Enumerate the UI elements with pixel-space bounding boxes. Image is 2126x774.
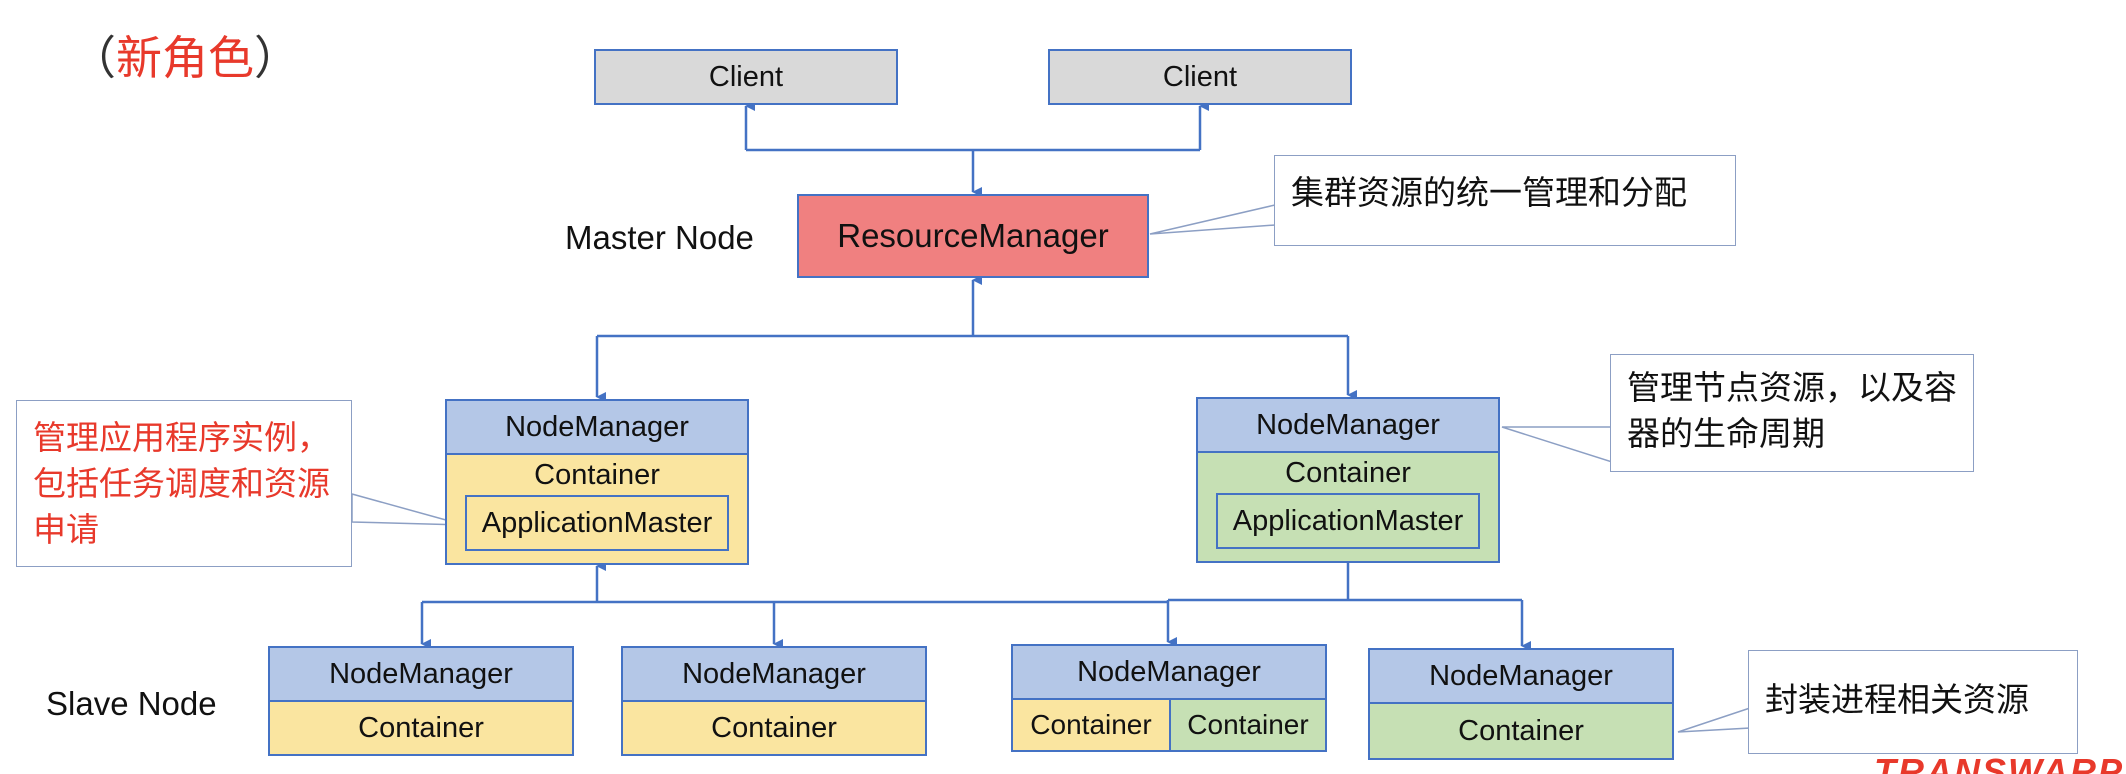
node-manager-header: NodeManager xyxy=(1196,397,1500,453)
application-master-box: ApplicationMaster xyxy=(1216,493,1480,549)
node-manager-header: NodeManager xyxy=(445,399,749,455)
slide-title: （新角色） xyxy=(70,22,300,88)
node-manager-label: NodeManager xyxy=(1429,659,1613,692)
application-master-label: ApplicationMaster xyxy=(1232,504,1464,537)
container-label: Container xyxy=(358,711,484,744)
callout-container-text: 封装进程相关资源 xyxy=(1765,681,2029,718)
slave-node-2: NodeManager Container xyxy=(621,646,927,756)
container-label: Container xyxy=(1030,709,1152,740)
resource-manager-box: ResourceManager xyxy=(797,194,1149,278)
node-manager-label: NodeManager xyxy=(1077,655,1261,688)
node-manager-label: NodeManager xyxy=(505,410,689,443)
node-manager-header: NodeManager xyxy=(1368,648,1674,704)
company-logo: TRANSWARP xyxy=(1874,752,2124,774)
title-close-paren: ） xyxy=(254,32,300,84)
application-master-label: ApplicationMaster xyxy=(481,506,713,539)
node-manager-label: NodeManager xyxy=(682,657,866,690)
container-label: Container xyxy=(1458,714,1584,747)
node-manager-header: NodeManager xyxy=(1011,644,1327,700)
container-box-yellow: Container xyxy=(1011,698,1171,752)
node-manager-label: NodeManager xyxy=(1256,408,1440,441)
node-manager-header: NodeManager xyxy=(268,646,574,702)
slave-node-4: NodeManager Container xyxy=(1368,648,1674,760)
callout-application-master: 管理应用程序实例，包括任务调度和资源申请 xyxy=(16,400,352,567)
node-manager-label: NodeManager xyxy=(329,657,513,690)
application-master-box: ApplicationMaster xyxy=(465,495,729,551)
container-label: Container xyxy=(711,711,837,744)
logo-text: TRANSWARP xyxy=(1874,752,2124,774)
title-text: 新角色 xyxy=(116,32,254,84)
callout-resource-manager: 集群资源的统一管理和分配 xyxy=(1274,155,1736,246)
node-manager-am-right: NodeManager Container ApplicationMaster xyxy=(1196,397,1500,563)
callout-rm-text: 集群资源的统一管理和分配 xyxy=(1291,174,1687,211)
container-box: Container ApplicationMaster xyxy=(1196,451,1500,563)
container-box-green: Container xyxy=(1169,698,1327,752)
node-manager-am-left: NodeManager Container ApplicationMaster xyxy=(445,399,749,565)
callout-node-manager: 管理节点资源，以及容器的生命周期 xyxy=(1610,354,1974,472)
container-box: Container xyxy=(1368,702,1674,760)
callout-am-text: 管理应用程序实例，包括任务调度和资源申请 xyxy=(33,419,330,548)
container-label: Container xyxy=(534,459,660,491)
master-node-label: Master Node xyxy=(565,219,754,256)
slave-node-1: NodeManager Container xyxy=(268,646,574,756)
container-label: Container xyxy=(1187,709,1309,740)
callout-container: 封装进程相关资源 xyxy=(1748,650,2078,754)
client-box-left: Client xyxy=(594,49,898,105)
container-box: Container xyxy=(621,700,927,756)
callout-nm-text: 管理节点资源，以及容器的生命周期 xyxy=(1627,369,1957,452)
container-label: Container xyxy=(1285,457,1411,489)
resource-manager-label: ResourceManager xyxy=(837,217,1109,254)
slave-node-label: Slave Node xyxy=(46,685,217,722)
container-box: Container ApplicationMaster xyxy=(445,453,749,565)
client-label: Client xyxy=(1162,60,1238,93)
client-box-right: Client xyxy=(1048,49,1352,105)
title-open-paren: （ xyxy=(70,32,116,84)
node-manager-header: NodeManager xyxy=(621,646,927,702)
client-label: Client xyxy=(708,60,784,93)
container-box: Container xyxy=(268,700,574,756)
slave-node-3: NodeManager Container Container xyxy=(1011,644,1327,752)
